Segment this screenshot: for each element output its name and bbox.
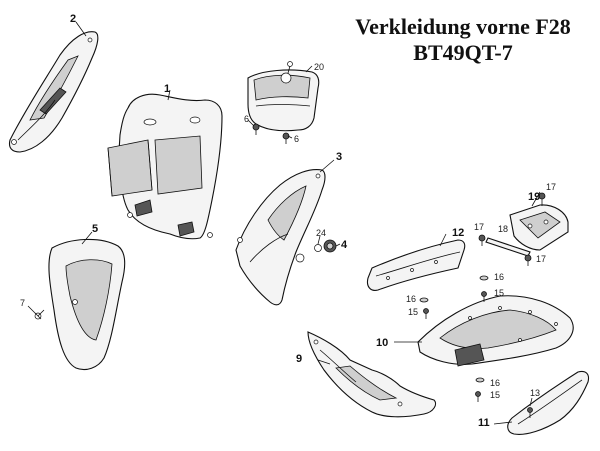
callout-15b: 15 — [408, 307, 418, 317]
part-20-compartment-lid — [247, 61, 320, 132]
part-15-screws — [423, 291, 487, 402]
callout-9: 9 — [296, 353, 302, 365]
leader-lines — [27, 21, 541, 425]
diagram-title: Verkleidung vorne F28 — [355, 14, 571, 39]
callout-20: 20 — [314, 62, 324, 72]
callout-6b: 6 — [294, 134, 299, 144]
callout-24: 24 — [316, 228, 326, 238]
part-17-screws — [478, 192, 546, 266]
callout-6a: 6 — [244, 114, 249, 124]
part-4-cap — [323, 239, 337, 253]
callout-18: 18 — [498, 224, 508, 234]
part-6-screws — [252, 123, 290, 144]
callout-17c: 17 — [536, 254, 546, 264]
callout-17a: 17 — [546, 182, 556, 192]
callout-15c: 15 — [490, 390, 500, 400]
callout-labels: 2 1 20 6 6 3 5 7 24 4 12 19 17 17 18 17 … — [20, 13, 556, 429]
callout-7: 7 — [20, 298, 25, 308]
diagram-model: BT49QT-7 — [413, 40, 513, 65]
part-19-bracket — [509, 204, 569, 251]
callout-3: 3 — [336, 151, 342, 163]
callout-4: 4 — [341, 239, 348, 251]
part-12-rail — [366, 239, 466, 291]
callout-16c: 16 — [490, 378, 500, 388]
callout-16a: 16 — [494, 272, 504, 282]
part-16-clips — [419, 275, 489, 383]
callout-13: 13 — [530, 388, 540, 398]
part-10-floor-board — [417, 295, 574, 367]
callout-12: 12 — [452, 227, 464, 239]
callout-5: 5 — [92, 223, 98, 235]
part-2-side-panel — [8, 31, 99, 153]
part-24-washer — [314, 244, 322, 252]
part-1-inner-cover — [107, 93, 223, 240]
part-5-front-shield — [34, 238, 126, 371]
part-9-lower-cover — [307, 331, 437, 418]
callout-10: 10 — [376, 337, 388, 349]
callout-2: 2 — [70, 13, 76, 25]
callout-11: 11 — [478, 417, 490, 429]
callout-19: 19 — [528, 191, 540, 203]
part-11-side-trim — [507, 370, 590, 435]
callout-1: 1 — [164, 83, 170, 95]
callout-17b: 17 — [474, 222, 484, 232]
callout-15a: 15 — [494, 288, 504, 298]
callout-16b: 16 — [406, 294, 416, 304]
part-3-side-panel — [235, 169, 326, 306]
part-13-screw — [527, 407, 533, 418]
